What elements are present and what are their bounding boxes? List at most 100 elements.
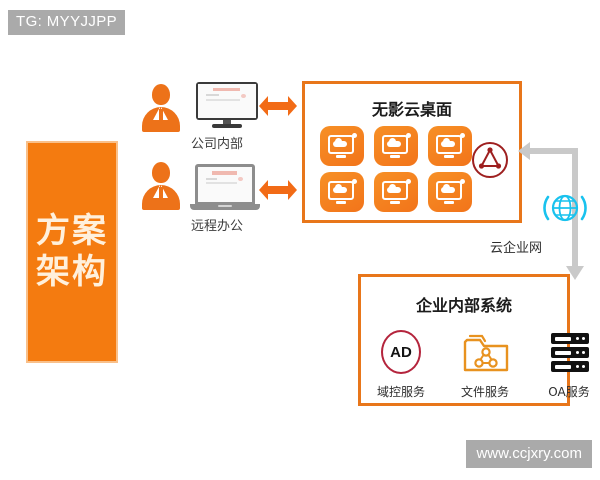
cloud-shape [387, 137, 401, 147]
client-label-company-internal: 公司内部 [191, 137, 244, 152]
cloud-desktop-icon[interactable] [374, 126, 418, 166]
title-line-1: 方案 [36, 211, 108, 251]
service-item-file-service[interactable]: 文件服务 [454, 330, 516, 400]
ad-circle-icon: AD [381, 330, 421, 374]
server-rack-icon [551, 333, 589, 375]
monitor-foot [444, 155, 454, 158]
monitor-stand-base [212, 124, 242, 128]
arrow-head-left [259, 96, 268, 116]
monitor-foot [390, 201, 400, 204]
server-led [582, 351, 585, 354]
server-led [576, 365, 579, 368]
site-watermark: www.ccjxry.com [466, 440, 592, 468]
status-dot [460, 179, 465, 184]
screen-window-row-1 [206, 94, 219, 97]
monitor-screen [198, 84, 256, 118]
cloud-shape [387, 183, 401, 193]
cloud-shape [333, 137, 347, 147]
screen-window-titlebar [212, 171, 237, 175]
double-arrow-icon-remote [259, 180, 297, 200]
server-led [582, 365, 585, 368]
service-label-domain-control: 域控服务 [376, 385, 425, 399]
server-unit [551, 347, 589, 358]
laptop-icon [190, 164, 260, 212]
internal-system-title: 企业内部系统 [415, 296, 512, 315]
monitor-outline [328, 181, 354, 200]
cloud-shape [441, 137, 455, 147]
server-bar [555, 364, 571, 369]
ad-triangle-emblem-icon [470, 140, 510, 180]
server-led [576, 351, 579, 354]
cloud-desktop-icon[interactable] [320, 172, 364, 212]
status-dot [406, 133, 411, 138]
arrow-shaft [267, 102, 289, 110]
screen-window-avatar [240, 93, 247, 98]
server-led [582, 337, 585, 340]
cloud-desktop-icon-grid [320, 126, 472, 212]
monitor-outline [436, 181, 462, 200]
cloud-shape [441, 183, 455, 193]
monitor-outline [382, 181, 408, 200]
monitor-outline [328, 135, 354, 154]
cloud-desktop-icon[interactable] [428, 172, 472, 212]
service-art [538, 330, 600, 378]
server-unit [551, 333, 589, 344]
server-bar [555, 336, 571, 341]
screen-window-row-2 [205, 182, 237, 185]
person-icon [140, 84, 182, 132]
server-led [576, 337, 579, 340]
laptop-touchpad [218, 205, 232, 207]
service-art: AD [370, 330, 432, 378]
arrow-head-right [288, 96, 297, 116]
server-bar [555, 350, 571, 355]
cloud-desktop-icon[interactable] [320, 126, 364, 166]
person-collar-left [153, 185, 160, 198]
person-icon [140, 162, 182, 210]
shared-folder-icon [462, 332, 510, 379]
person-tie [159, 109, 163, 124]
cloud-enterprise-network-label: 云企业网 [490, 241, 543, 256]
screen-window-row-2 [206, 98, 240, 101]
person-collar-right [161, 107, 168, 120]
cloud-shape [333, 183, 347, 193]
person-collar-left [153, 107, 160, 120]
solution-architecture-title-block: 方案 架构 [26, 141, 118, 363]
arrow-head-right [288, 180, 297, 200]
globe-icon [542, 185, 588, 231]
monitor-outline [436, 135, 462, 154]
service-label-oa-service: OA服务 [548, 385, 590, 399]
screen-window-row-1 [205, 177, 218, 180]
monitor-bezel [196, 82, 258, 120]
arrow-shaft [267, 186, 289, 194]
internal-system-service-row: AD 域控服务 文件服务 [370, 330, 600, 400]
cloud-desktop-icon[interactable] [374, 172, 418, 212]
status-dot [406, 179, 411, 184]
cloud-desktop-icon[interactable] [428, 126, 472, 166]
status-dot [352, 179, 357, 184]
status-dot [352, 133, 357, 138]
monitor-foot [390, 155, 400, 158]
laptop-lid [195, 164, 255, 204]
title-line-2: 架构 [36, 252, 108, 292]
service-art [454, 330, 516, 378]
person-collar-right [161, 185, 168, 198]
status-dot [460, 133, 465, 138]
service-item-oa-service[interactable]: OA服务 [538, 330, 600, 400]
cloud-desktop-title: 无影云桌面 [371, 100, 452, 119]
service-item-domain-control[interactable]: AD 域控服务 [370, 330, 432, 400]
desktop-monitor-icon [196, 82, 258, 128]
screen-window-titlebar [213, 88, 240, 92]
person-head [152, 84, 170, 105]
laptop-base [190, 204, 260, 210]
laptop-screen [198, 167, 252, 202]
arrow-head-left [259, 180, 268, 200]
double-arrow-icon-company [259, 96, 297, 116]
monitor-outline [382, 135, 408, 154]
monitor-stand-neck [223, 120, 231, 124]
client-label-remote-office: 远程办公 [191, 219, 244, 234]
person-tie [159, 187, 163, 202]
monitor-foot [336, 201, 346, 204]
person-head [152, 162, 170, 183]
monitor-foot [444, 201, 454, 204]
